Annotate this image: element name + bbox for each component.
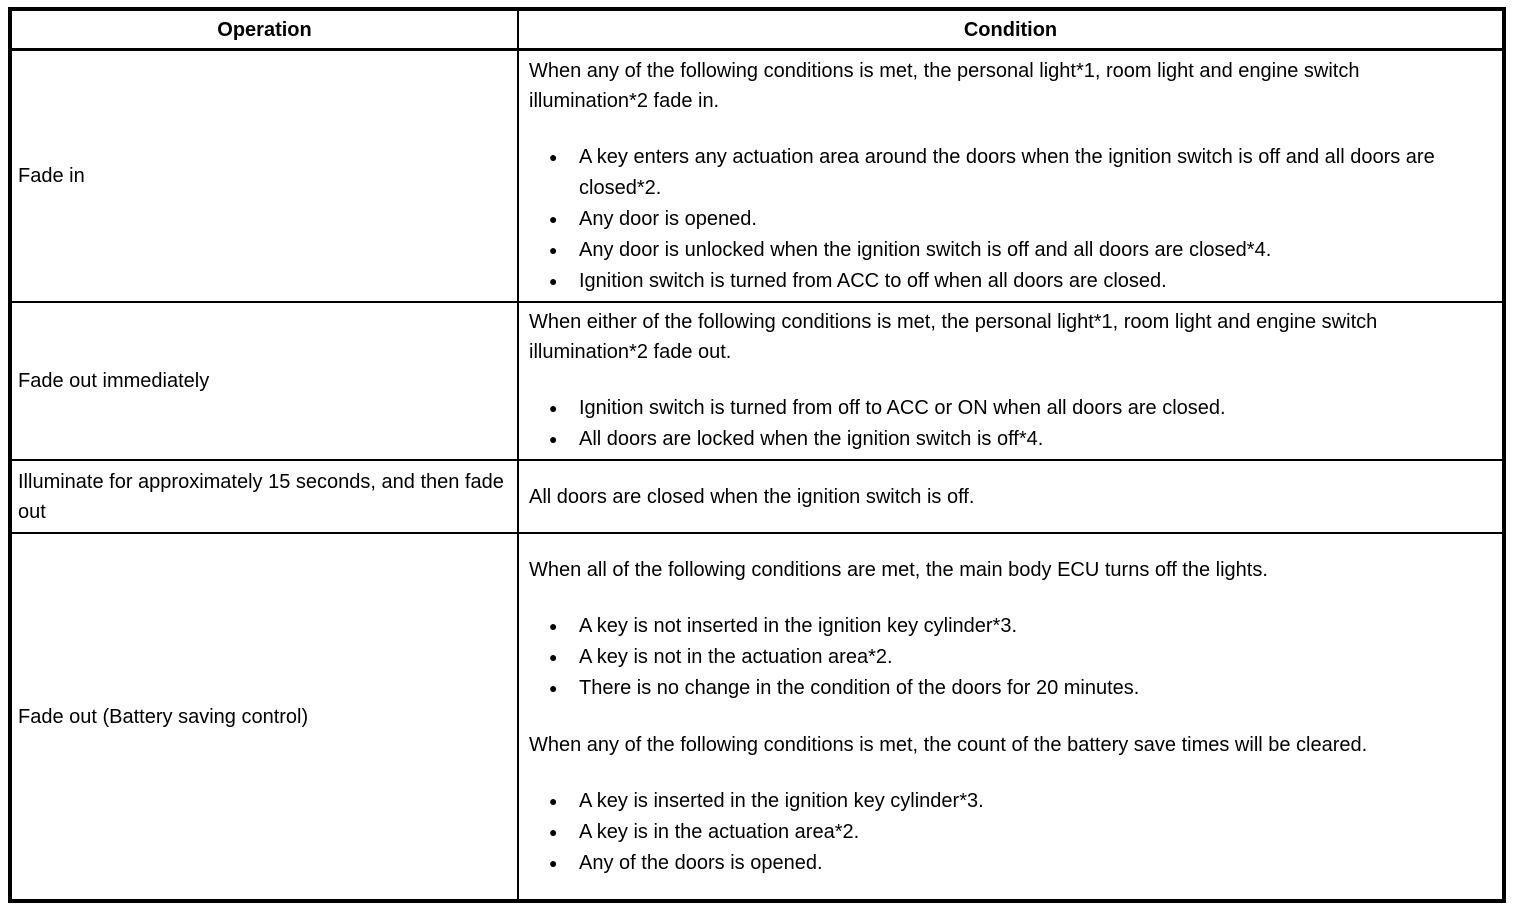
condition-intro: When any of the following conditions is … — [529, 59, 1360, 112]
condition-intro-2: When any of the following conditions is … — [529, 733, 1368, 756]
column-header-operation: Operation — [12, 11, 519, 48]
bullet-item: A key is in the actuation area*2. — [529, 817, 1476, 848]
table-row: Illuminate for approximately 15 seconds,… — [12, 459, 1502, 532]
operation-label: Fade out immediately — [18, 370, 210, 392]
condition-intro: When either of the following conditions … — [529, 311, 1378, 363]
operation-cell: Fade in — [12, 51, 519, 301]
condition-bullet-list: A key is inserted in the ignition key cy… — [529, 786, 1476, 879]
bullet-item: There is no change in the condition of t… — [529, 673, 1476, 704]
bullet-item: A key is not inserted in the ignition ke… — [529, 611, 1476, 642]
operation-cell: Illuminate for approximately 15 seconds,… — [12, 461, 519, 532]
condition-intro: When all of the following conditions are… — [529, 558, 1268, 581]
operation-cell: Fade out immediately — [12, 303, 519, 459]
table-header-row: Operation Condition — [12, 11, 1502, 48]
bullet-item: Any of the doors is opened. — [529, 848, 1476, 879]
table-row: Fade out (Battery saving control) When a… — [12, 532, 1502, 899]
table-row: Fade out immediately When either of the … — [12, 301, 1502, 459]
condition-cell: All doors are closed when the ignition s… — [519, 461, 1502, 532]
bullet-item: Ignition switch is turned from ACC to of… — [529, 266, 1476, 297]
condition-cell: When all of the following conditions are… — [519, 534, 1502, 899]
condition-cell: When either of the following conditions … — [519, 303, 1502, 459]
bullet-item: All doors are locked when the ignition s… — [529, 424, 1476, 455]
operation-condition-table: Operation Condition Fade in When any of … — [8, 7, 1506, 903]
condition-intro: All doors are closed when the ignition s… — [529, 485, 975, 508]
condition-bullet-list: Ignition switch is turned from off to AC… — [529, 393, 1476, 455]
bullet-item: Any door is opened. — [529, 204, 1476, 235]
operation-cell: Fade out (Battery saving control) — [12, 534, 519, 899]
condition-bullet-list: A key is not inserted in the ignition ke… — [529, 611, 1476, 704]
bullet-item: Any door is unlocked when the ignition s… — [529, 235, 1476, 266]
bullet-item: Ignition switch is turned from off to AC… — [529, 393, 1476, 424]
condition-bullet-list: A key enters any actuation area around t… — [529, 142, 1476, 297]
table-row: Fade in When any of the following condit… — [12, 48, 1502, 301]
operation-label: Fade out (Battery saving control) — [18, 705, 309, 728]
bullet-item: A key is inserted in the ignition key cy… — [529, 786, 1476, 817]
operation-label: Fade in — [18, 165, 85, 187]
bullet-item: A key is not in the actuation area*2. — [529, 642, 1476, 673]
condition-cell: When any of the following conditions is … — [519, 51, 1502, 301]
bullet-item: A key enters any actuation area around t… — [529, 142, 1476, 204]
column-header-condition: Condition — [963, 18, 1058, 41]
operation-label: Illuminate for approximately 15 seconds,… — [18, 470, 504, 523]
